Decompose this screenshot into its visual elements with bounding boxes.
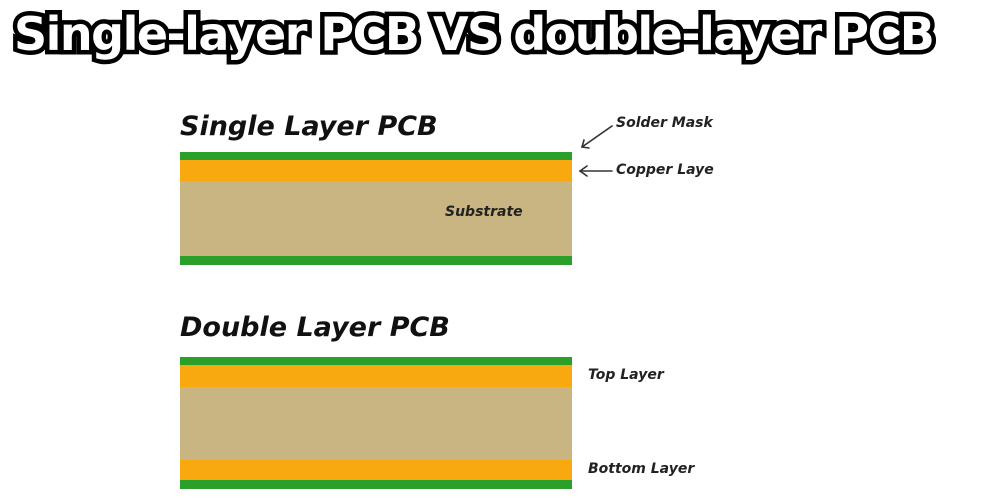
solder-mask-arrow-icon xyxy=(581,125,613,148)
bottom-layer-callout: Bottom Layer xyxy=(588,461,695,477)
single-solder-mask-top xyxy=(180,152,572,160)
double-top-copper-layer xyxy=(180,365,572,387)
copper-layer-arrowhead-icon xyxy=(578,165,588,177)
substrate-label: Substrate xyxy=(445,204,523,220)
double-layer-title: Double Layer PCB xyxy=(180,312,450,343)
copper-layer-callout: Copper Laye xyxy=(616,162,714,178)
banner-title: Single-layer PCB VS double-layer PCB xyxy=(9,3,939,66)
single-copper-layer xyxy=(180,160,572,181)
double-substrate xyxy=(180,387,572,460)
single-substrate xyxy=(180,181,572,256)
double-solder-mask-top xyxy=(180,357,572,365)
double-solder-mask-bottom xyxy=(180,480,572,489)
single-solder-mask-bottom xyxy=(180,256,572,265)
solder-mask-arrowhead-icon xyxy=(580,139,590,149)
top-layer-callout: Top Layer xyxy=(588,367,664,383)
single-layer-title: Single Layer PCB xyxy=(180,111,438,142)
double-bottom-copper-layer xyxy=(180,460,572,480)
solder-mask-callout: Solder Mask xyxy=(616,115,713,131)
